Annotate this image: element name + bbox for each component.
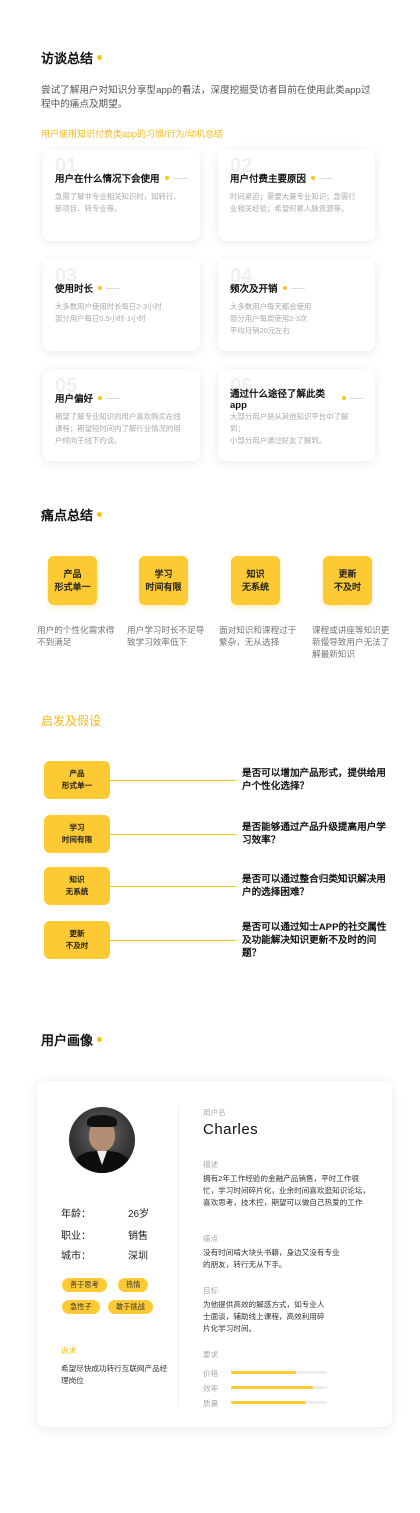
card-number: 04 bbox=[230, 265, 253, 287]
card-body: 大多数用户使用时长每日2-3小时 部分用户每日0.5小时-1小时 bbox=[55, 302, 162, 323]
hypothesis-box: 学习 时间有限 bbox=[44, 815, 110, 853]
card-title: 使用时长 bbox=[55, 281, 188, 295]
age-value: 26岁 bbox=[128, 1209, 150, 1220]
req-bar-fill bbox=[231, 1401, 306, 1404]
connector-line bbox=[110, 940, 236, 941]
card-number: 03 bbox=[55, 265, 78, 287]
req-bar bbox=[231, 1386, 327, 1389]
pain-desc: 用户的个性化需求得不到满足 bbox=[37, 625, 115, 647]
hypothesis-box: 产品 形式单一 bbox=[44, 761, 110, 799]
goal-label: 目标 bbox=[203, 1286, 219, 1295]
interview-title: 访谈总结 bbox=[41, 48, 103, 67]
trait-tag: 急性子 bbox=[62, 1300, 100, 1314]
trait-tag: 热情 bbox=[118, 1278, 149, 1292]
req-bar bbox=[231, 1371, 327, 1374]
pain-desc: 课程或讲座等知识更新慢导致用户无法了解最新知识 bbox=[312, 625, 390, 659]
requirements-label: 要求 bbox=[203, 1350, 219, 1359]
summary-card: 02 用户付费主要原因 时间紧迫；需要大量专业知识；急需行业相关经验；希望积累人… bbox=[218, 149, 375, 241]
card-number: 06 bbox=[230, 375, 253, 397]
summary-card: 04 频次及开销 大多数用户每天都会使用 部分用户每周使用2-3次 平均月销20… bbox=[218, 259, 375, 351]
avatar bbox=[69, 1107, 135, 1173]
summary-card: 05 用户偏好 期望了解专业知识的用户喜欢购买在线课程；期望短时间内了解行业情况… bbox=[43, 369, 200, 461]
req-bar bbox=[231, 1401, 327, 1404]
req-label: 质量 bbox=[203, 1399, 219, 1408]
persona-title: 用户画像 bbox=[41, 1030, 103, 1049]
appeal-label: 诉求 bbox=[61, 1346, 77, 1355]
card-body: 急需了解非专业相关知识时，如转行、新项目、转专业等。 bbox=[55, 192, 181, 213]
card-title: 频次及开销 bbox=[230, 281, 363, 295]
req-bar-fill bbox=[231, 1386, 313, 1389]
req-bar-fill bbox=[231, 1371, 297, 1374]
pain-text: 没有时间啃大块头书籍，身边又没有专业的朋友，转行无从下手。 bbox=[203, 1248, 340, 1269]
hypothesis-text: 是否可以通过知士APP的社交属性及功能解决知识更新不及时的问题？ bbox=[242, 922, 387, 959]
age-label: 年龄： bbox=[61, 1209, 91, 1220]
card-body: 大多数用户每天都会使用 部分用户每周使用2-3次 平均月销20元左右 bbox=[230, 302, 312, 335]
summary-card: 03 使用时长 大多数用户使用时长每日2-3小时 部分用户每日0.5小时-1小时 bbox=[43, 259, 200, 351]
summary-card: 01 用户在什么情况下会使用 急需了解非专业相关知识时，如转行、新项目、转专业等… bbox=[43, 149, 200, 241]
city-label: 城市： bbox=[61, 1251, 91, 1262]
job-value: 销售 bbox=[128, 1231, 148, 1242]
interview-intro: 尝试了解用户对知识分享型app的看法，深度挖掘受访者目前在使用此类app过程中的… bbox=[41, 85, 371, 110]
pain-label: 痛点 bbox=[203, 1234, 219, 1243]
card-title: 用户在什么情况下会使用 bbox=[55, 171, 188, 185]
trait-tag: 敢于挑战 bbox=[108, 1300, 153, 1314]
card-title: 用户付费主要原因 bbox=[230, 171, 363, 185]
pain-box: 知识 无系统 bbox=[231, 556, 280, 605]
pain-box: 更新 不及时 bbox=[323, 556, 372, 605]
pain-box: 产品 形式单一 bbox=[48, 556, 97, 605]
hypothesis-title: 启发及假设 bbox=[41, 714, 102, 728]
card-body: 期望了解专业知识的用户喜欢购买在线课程；期望短时间内了解行业情况的用户倾向于线下… bbox=[55, 412, 181, 445]
pain-title: 痛点总结 bbox=[41, 505, 103, 524]
connector-line bbox=[110, 780, 236, 781]
username-label: 用户名 bbox=[203, 1108, 226, 1117]
hypothesis-box: 知识 无系统 bbox=[44, 867, 110, 905]
hypothesis-text: 是否可以通过整合归类知识解决用户的选择困难？ bbox=[242, 874, 386, 898]
card-number: 05 bbox=[55, 375, 78, 397]
appeal-text: 希望尽快成功转行互联网产品经理岗位 bbox=[61, 1364, 168, 1385]
interview-subtitle: 用户使用知识付费类app的习惯/行为/动机总结 bbox=[41, 129, 224, 139]
card-number: 02 bbox=[230, 155, 253, 177]
card-body: 时间紧迫；需要大量专业知识；急需行业相关经验；希望积累人脉资源等。 bbox=[230, 192, 356, 213]
goal-text: 为他提供高效的解惑方式，如专业人士面谈，辅助线上课程，高效利用碎片化学习时间。 bbox=[203, 1300, 325, 1333]
card-number: 01 bbox=[55, 155, 78, 177]
summary-card: 06 通过什么途径了解此类app 大部分用户是从其他知识平台中了解到； 小部分用… bbox=[218, 369, 375, 461]
hypothesis-box: 更新 不及时 bbox=[44, 921, 110, 959]
pain-desc: 面对知识和课程过于繁杂，无从选择 bbox=[219, 625, 297, 647]
req-label: 价格 bbox=[203, 1369, 219, 1378]
pain-box: 学习 时间有限 bbox=[139, 556, 188, 605]
job-label: 职业： bbox=[61, 1231, 91, 1242]
hypothesis-text: 是否可以增加产品形式，提供给用户个性化选择？ bbox=[242, 768, 386, 792]
username: Charles bbox=[203, 1121, 259, 1138]
card-title: 通过什么途径了解此类app bbox=[230, 389, 363, 411]
connector-line bbox=[110, 834, 236, 835]
connector-line bbox=[110, 886, 236, 887]
desc-text: 拥有2年工作经验的金融产品销售，平时工作很忙，学习时间碎片化，业余时间喜欢逛知识… bbox=[203, 1174, 371, 1207]
card-body: 大部分用户是从其他知识平台中了解到； 小部分用户通过好友了解到。 bbox=[230, 412, 349, 445]
card-title: 用户偏好 bbox=[55, 391, 188, 405]
desc-label: 描述 bbox=[203, 1160, 219, 1169]
req-label: 效率 bbox=[203, 1384, 219, 1393]
trait-tag: 善于思考 bbox=[62, 1278, 107, 1292]
city-value: 深圳 bbox=[128, 1251, 148, 1262]
divider bbox=[178, 1105, 179, 1405]
hypothesis-text: 是否能够通过产品升级提高用户学习效率？ bbox=[242, 822, 386, 846]
pain-desc: 用户学习时长不足导致学习效率低下 bbox=[127, 625, 205, 647]
persona-card: 年龄： 26岁 职业： 销售 城市： 深圳 善于思考 热情 急性子 敢于挑战 诉… bbox=[37, 1081, 392, 1427]
